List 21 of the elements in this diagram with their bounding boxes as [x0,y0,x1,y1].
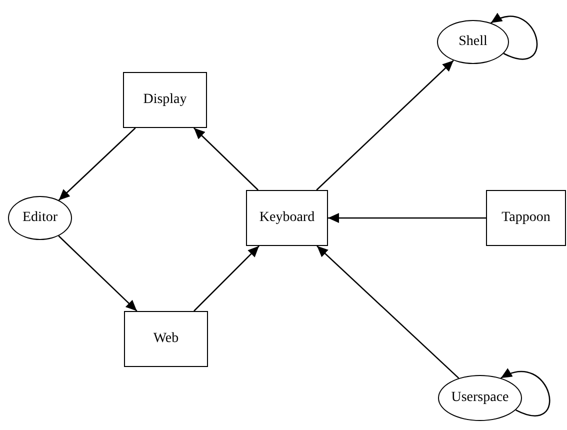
node-label: Userspace [451,390,509,406]
arrow [490,14,538,60]
arrow [328,213,486,223]
arrow [500,369,550,416]
process-box [124,311,208,367]
node-label: Editor [22,210,58,226]
arrow [194,128,258,190]
ellipse-node [437,20,509,64]
process-box [246,190,328,246]
node-label: Web [153,331,179,347]
arrow [58,235,138,312]
arrow [194,246,260,312]
node-label: Tappoon [502,210,550,226]
process-box [486,190,566,246]
node-label: Display [143,92,187,108]
arrow [316,246,460,379]
node-label: Shell [458,34,488,50]
process-box [123,72,207,128]
arrow [58,128,136,201]
node-label: Keyboard [259,210,315,226]
arrow [316,60,454,190]
